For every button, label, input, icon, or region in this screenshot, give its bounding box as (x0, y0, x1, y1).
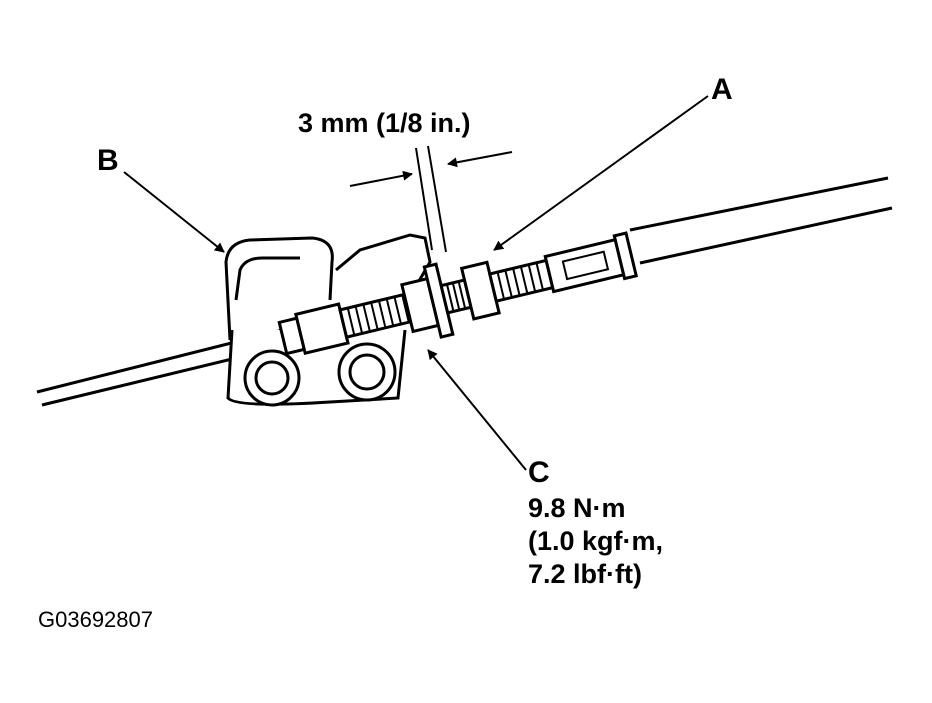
leader-c (427, 349, 527, 471)
dimension-marker (349, 145, 513, 253)
torque-line-1: 9.8 N·m (528, 493, 626, 523)
label-a: A (711, 73, 733, 106)
label-b: B (97, 144, 119, 177)
leader-b (123, 171, 225, 253)
dimension-label: 3 mm (1/8 in.) (298, 108, 471, 138)
figure-id: G03692807 (38, 607, 153, 632)
leader-a (493, 95, 709, 251)
cable-housing (277, 231, 639, 356)
torque-line-2: (1.0 kgf·m, (528, 526, 664, 556)
torque-spec: 9.8 N·m (1.0 kgf·m, 7.2 lbf·ft) (528, 492, 663, 591)
grommet-right (337, 342, 397, 402)
leader-lines (123, 95, 709, 471)
grommet-left (243, 349, 301, 407)
torque-line-3: 7.2 lbf·ft) (528, 559, 642, 589)
label-c: C (528, 456, 550, 489)
right-cable (629, 176, 893, 265)
